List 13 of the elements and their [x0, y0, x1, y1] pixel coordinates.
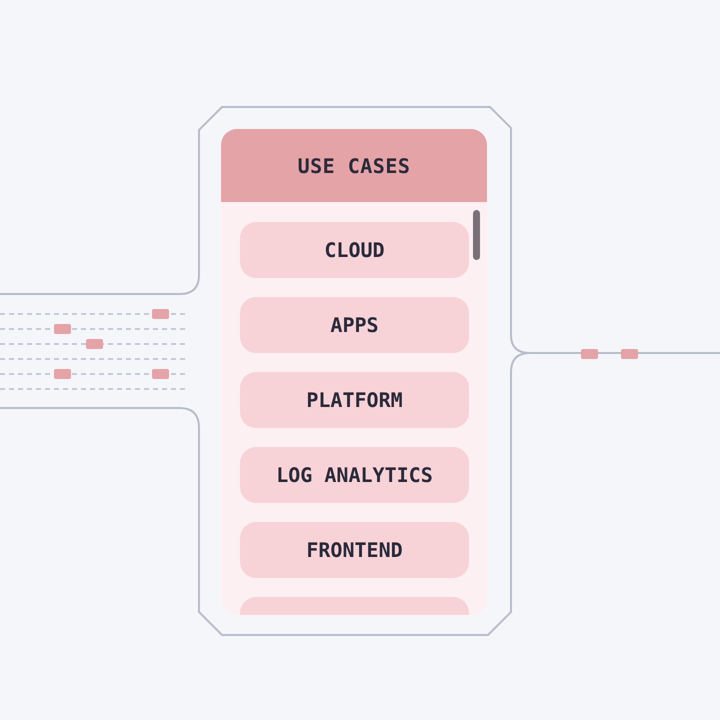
item-label: CLOUD	[324, 237, 385, 264]
use-case-item	[240, 372, 469, 428]
item-label: PLATFORM	[306, 387, 403, 414]
item-label: APPS	[330, 312, 379, 339]
panel-title: USE CASES	[298, 152, 410, 180]
use-case-item	[240, 447, 469, 503]
use-case-item	[240, 522, 469, 578]
item-label: FRONTEND	[306, 537, 403, 564]
item-label: LOG ANALYTICS	[276, 462, 433, 489]
use-case-panel	[221, 129, 487, 615]
use-case-item	[240, 597, 469, 615]
use-case-item	[240, 297, 469, 353]
use-case-item	[240, 222, 469, 278]
